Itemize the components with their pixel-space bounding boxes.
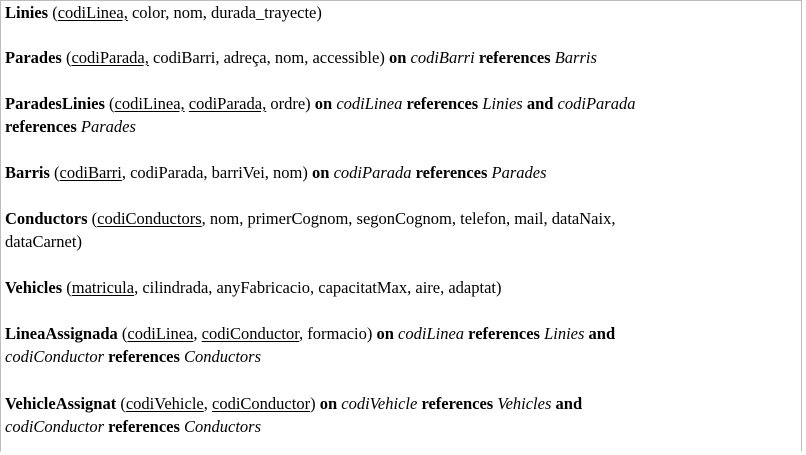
primary-key-attribute: codiConductor — [201, 324, 300, 343]
attribute-text: codiBarri, adreça, nom, accessible) — [148, 48, 389, 67]
attribute-text: ( — [87, 209, 98, 228]
foreign-key-reference: Parades — [491, 163, 547, 182]
foreign-key-reference: Linies — [482, 94, 523, 113]
keyword: references — [421, 394, 494, 413]
keyword: references — [415, 163, 488, 182]
keyword: on — [314, 94, 333, 113]
keyword: on — [376, 324, 394, 343]
primary-key-attribute: codiVehicle — [125, 394, 204, 413]
foreign-key-reference: Conductors — [184, 346, 262, 366]
relation-vehicle-assignat: VehicleAssignat (codiVehicle, codiConduc… — [5, 393, 795, 438]
foreign-key-reference: codiConductor — [5, 416, 104, 436]
attribute-text: ( — [49, 163, 60, 182]
foreign-key-reference: codiParada — [557, 94, 636, 113]
foreign-key-reference: Parades — [80, 116, 136, 136]
keyword: references — [5, 116, 77, 136]
attribute-text: , nom, primerCognom, segonCognom, telefo… — [201, 209, 616, 228]
foreign-key-reference: Vehicles — [497, 394, 552, 413]
relation-vehicles: Vehicles (matricula, cilindrada, anyFabr… — [5, 277, 795, 300]
primary-key-attribute: codiLinea, — [114, 94, 185, 113]
keyword: references — [108, 346, 180, 366]
attribute-text: ( — [62, 278, 72, 297]
relation-parades-linies: ParadesLinies (codiLinea, codiParada, or… — [5, 93, 795, 138]
keyword: on — [312, 163, 330, 182]
attribute-text: , — [203, 394, 212, 413]
attribute-text: , codiParada, barriVei, nom) — [121, 163, 313, 182]
foreign-key-reference: Linies — [544, 324, 585, 343]
relation-name: VehicleAssignat — [5, 394, 117, 413]
primary-key-attribute: codiConductors — [97, 209, 202, 228]
keyword: and — [555, 394, 583, 413]
primary-key-attribute: matricula — [71, 278, 135, 297]
keyword: references — [478, 48, 551, 67]
attribute-text: , — [193, 324, 202, 343]
primary-key-attribute: codiBarri — [59, 163, 122, 182]
attribute-text: ordre) — [266, 94, 315, 113]
relation-barris: Barris (codiBarri, codiParada, barriVei,… — [5, 162, 795, 185]
keyword: and — [588, 324, 616, 343]
attribute-text: , formacio) — [299, 324, 377, 343]
attribute-text: ( — [48, 3, 58, 22]
relation-conductors: Conductors (codiConductors, nom, primerC… — [5, 208, 795, 253]
primary-key-attribute: codiParada, — [71, 48, 149, 67]
foreign-key-reference: codiLinea — [336, 94, 403, 113]
relation-name: Linies — [5, 3, 49, 22]
primary-key-attribute: codiLinea, — [57, 3, 128, 22]
keyword: on — [388, 48, 407, 67]
keyword: on — [319, 394, 338, 413]
attribute-text: ( — [117, 324, 128, 343]
relation-linies: Linies (codiLinea, color, nom, durada_tr… — [5, 2, 795, 25]
relation-parades: Parades (codiParada, codiBarri, adreça, … — [5, 47, 795, 70]
relation-name: Barris — [5, 163, 50, 182]
attribute-text: ( — [61, 48, 72, 67]
keyword: references — [406, 94, 479, 113]
foreign-key-reference: codiLinea — [398, 324, 465, 343]
attribute-text: color, nom, durada_trayecte) — [127, 3, 322, 22]
primary-key-attribute: codiLinea — [127, 324, 194, 343]
attribute-text: ( — [116, 394, 126, 413]
relation-name: Conductors — [5, 209, 88, 228]
attribute-text: ( — [104, 94, 115, 113]
keyword: and — [526, 94, 554, 113]
foreign-key-reference: codiBarri — [410, 48, 475, 67]
foreign-key-reference: codiConductor — [5, 346, 104, 366]
relation-name: ParadesLinies — [5, 94, 105, 113]
keyword: references — [108, 416, 180, 436]
foreign-key-reference: codiVehicle — [341, 394, 418, 413]
relation-name: Parades — [5, 48, 62, 67]
primary-key-attribute: codiParada, — [188, 94, 267, 113]
relation-linea-assignada: LineaAssignada (codiLinea, codiConductor… — [5, 323, 795, 368]
attribute-text: ) — [310, 394, 320, 413]
attribute-text: , cilindrada, anyFabricacio, capacitatMa… — [134, 278, 502, 297]
relation-name: LineaAssignada — [5, 324, 118, 343]
attribute-text: dataCarnet) — [5, 231, 82, 251]
foreign-key-reference: codiParada — [333, 163, 412, 182]
foreign-key-reference: Barris — [554, 48, 597, 67]
primary-key-attribute: codiConductor — [212, 394, 311, 413]
keyword: references — [468, 324, 540, 343]
relation-name: Vehicles — [5, 278, 63, 297]
foreign-key-reference: Conductors — [184, 416, 262, 436]
